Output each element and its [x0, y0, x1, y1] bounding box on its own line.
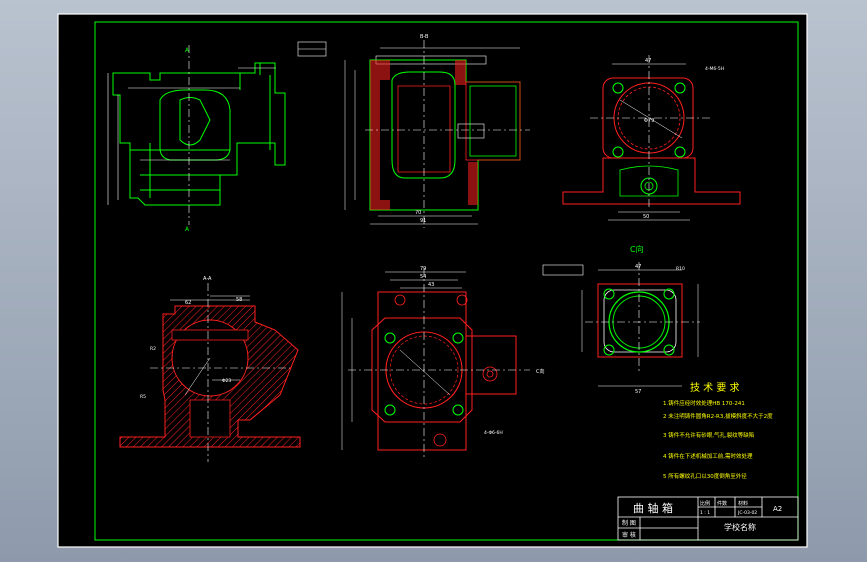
dim-phi79-top: Φ79 — [644, 118, 654, 124]
technical-requirements: 技 术 要 求 1.铸件应经时效处理HB 170-241 2 未注明铸件圆角R2… — [663, 381, 773, 480]
tech-req-item-4: 4 铸件在下述机械加工前,需时效处理 — [663, 452, 753, 460]
part-name: 曲 轴 箱 — [633, 501, 673, 515]
view-c-label: C向 — [630, 244, 644, 254]
tech-req-item-5: 5 所有螺纹孔口以30度倒角至外径 — [663, 472, 747, 480]
dim-r10: R10 — [676, 266, 685, 272]
svg-text:A: A — [185, 47, 190, 54]
outer-frame — [57, 13, 808, 548]
front-main-view: 79 54 43 C向 4-Φ6-6H — [341, 266, 545, 460]
view-c-arrow: C向 — [536, 368, 545, 375]
dim-54: 54 — [420, 274, 426, 280]
dim-phi23: Φ23 — [222, 378, 231, 384]
drawn-label: 制 图 — [622, 519, 636, 527]
view-c: C向 47 57 R10 — [542, 244, 700, 395]
section-bb-label: B-B — [420, 34, 429, 40]
sheet-size: A2 — [773, 505, 782, 513]
section-aa-view: A-A 62 58 Φ23 R5 R2 — [119, 276, 301, 462]
svg-text:A: A — [185, 226, 190, 233]
scale-label: 比例 — [700, 500, 710, 507]
title-block-text: 曲 轴 箱 比例 件数 材料 1 : 1 JC-03-02 A2 制 图 审 核… — [622, 500, 782, 539]
dim-57-c: 57 — [635, 389, 641, 395]
dim-r5: R5 — [140, 394, 146, 400]
dim-47-top: 47 — [645, 58, 651, 64]
dim-58: 58 — [236, 297, 242, 303]
dim-47-c: 47 — [635, 264, 641, 270]
tech-req-item-1: 1.铸件应经时效处理HB 170-241 — [663, 399, 745, 407]
inner-frame — [94, 21, 799, 541]
side-elevation-view — [112, 62, 286, 206]
dim-91: 91 — [420, 218, 426, 224]
top-plan-view: Φ79 47 50 4-M6-5H — [562, 55, 741, 221]
dim-r2: R2 — [150, 346, 156, 352]
scale-value: 1 : 1 — [700, 510, 710, 516]
school-name: 学校名称 — [724, 522, 756, 532]
dim-79: 79 — [420, 266, 426, 272]
drawing-sheet — [58, 14, 807, 547]
material-label: 材料 — [738, 500, 748, 507]
qty-label: 件数 — [717, 500, 727, 507]
title-block — [617, 496, 799, 541]
dim-70: 70 — [415, 210, 421, 216]
checked-label: 审 核 — [622, 531, 636, 539]
section-bb-view: B-B 70 91 — [297, 34, 530, 228]
dim-4m6-top: 4-M6-5H — [705, 66, 724, 72]
side-elevation-markers: A A — [185, 47, 190, 233]
side-elevation-dims — [107, 45, 276, 225]
tech-req-item-3: 3 铸件不允许有砂眼,气孔,裂纹等缺陷 — [663, 431, 754, 439]
drawing-no: JC-03-02 — [737, 510, 757, 516]
dim-50: 50 — [643, 214, 649, 220]
dim-43: 43 — [428, 282, 434, 288]
section-aa-label: A-A — [203, 276, 212, 282]
tech-req-title: 技 术 要 求 — [690, 381, 740, 394]
tech-req-item-2: 2 未注明铸件圆角R2-R3,拔模斜度不大于2度 — [663, 412, 773, 420]
dim-4m6-front: 4-Φ6-6H — [484, 430, 503, 436]
dim-62: 62 — [185, 300, 191, 306]
